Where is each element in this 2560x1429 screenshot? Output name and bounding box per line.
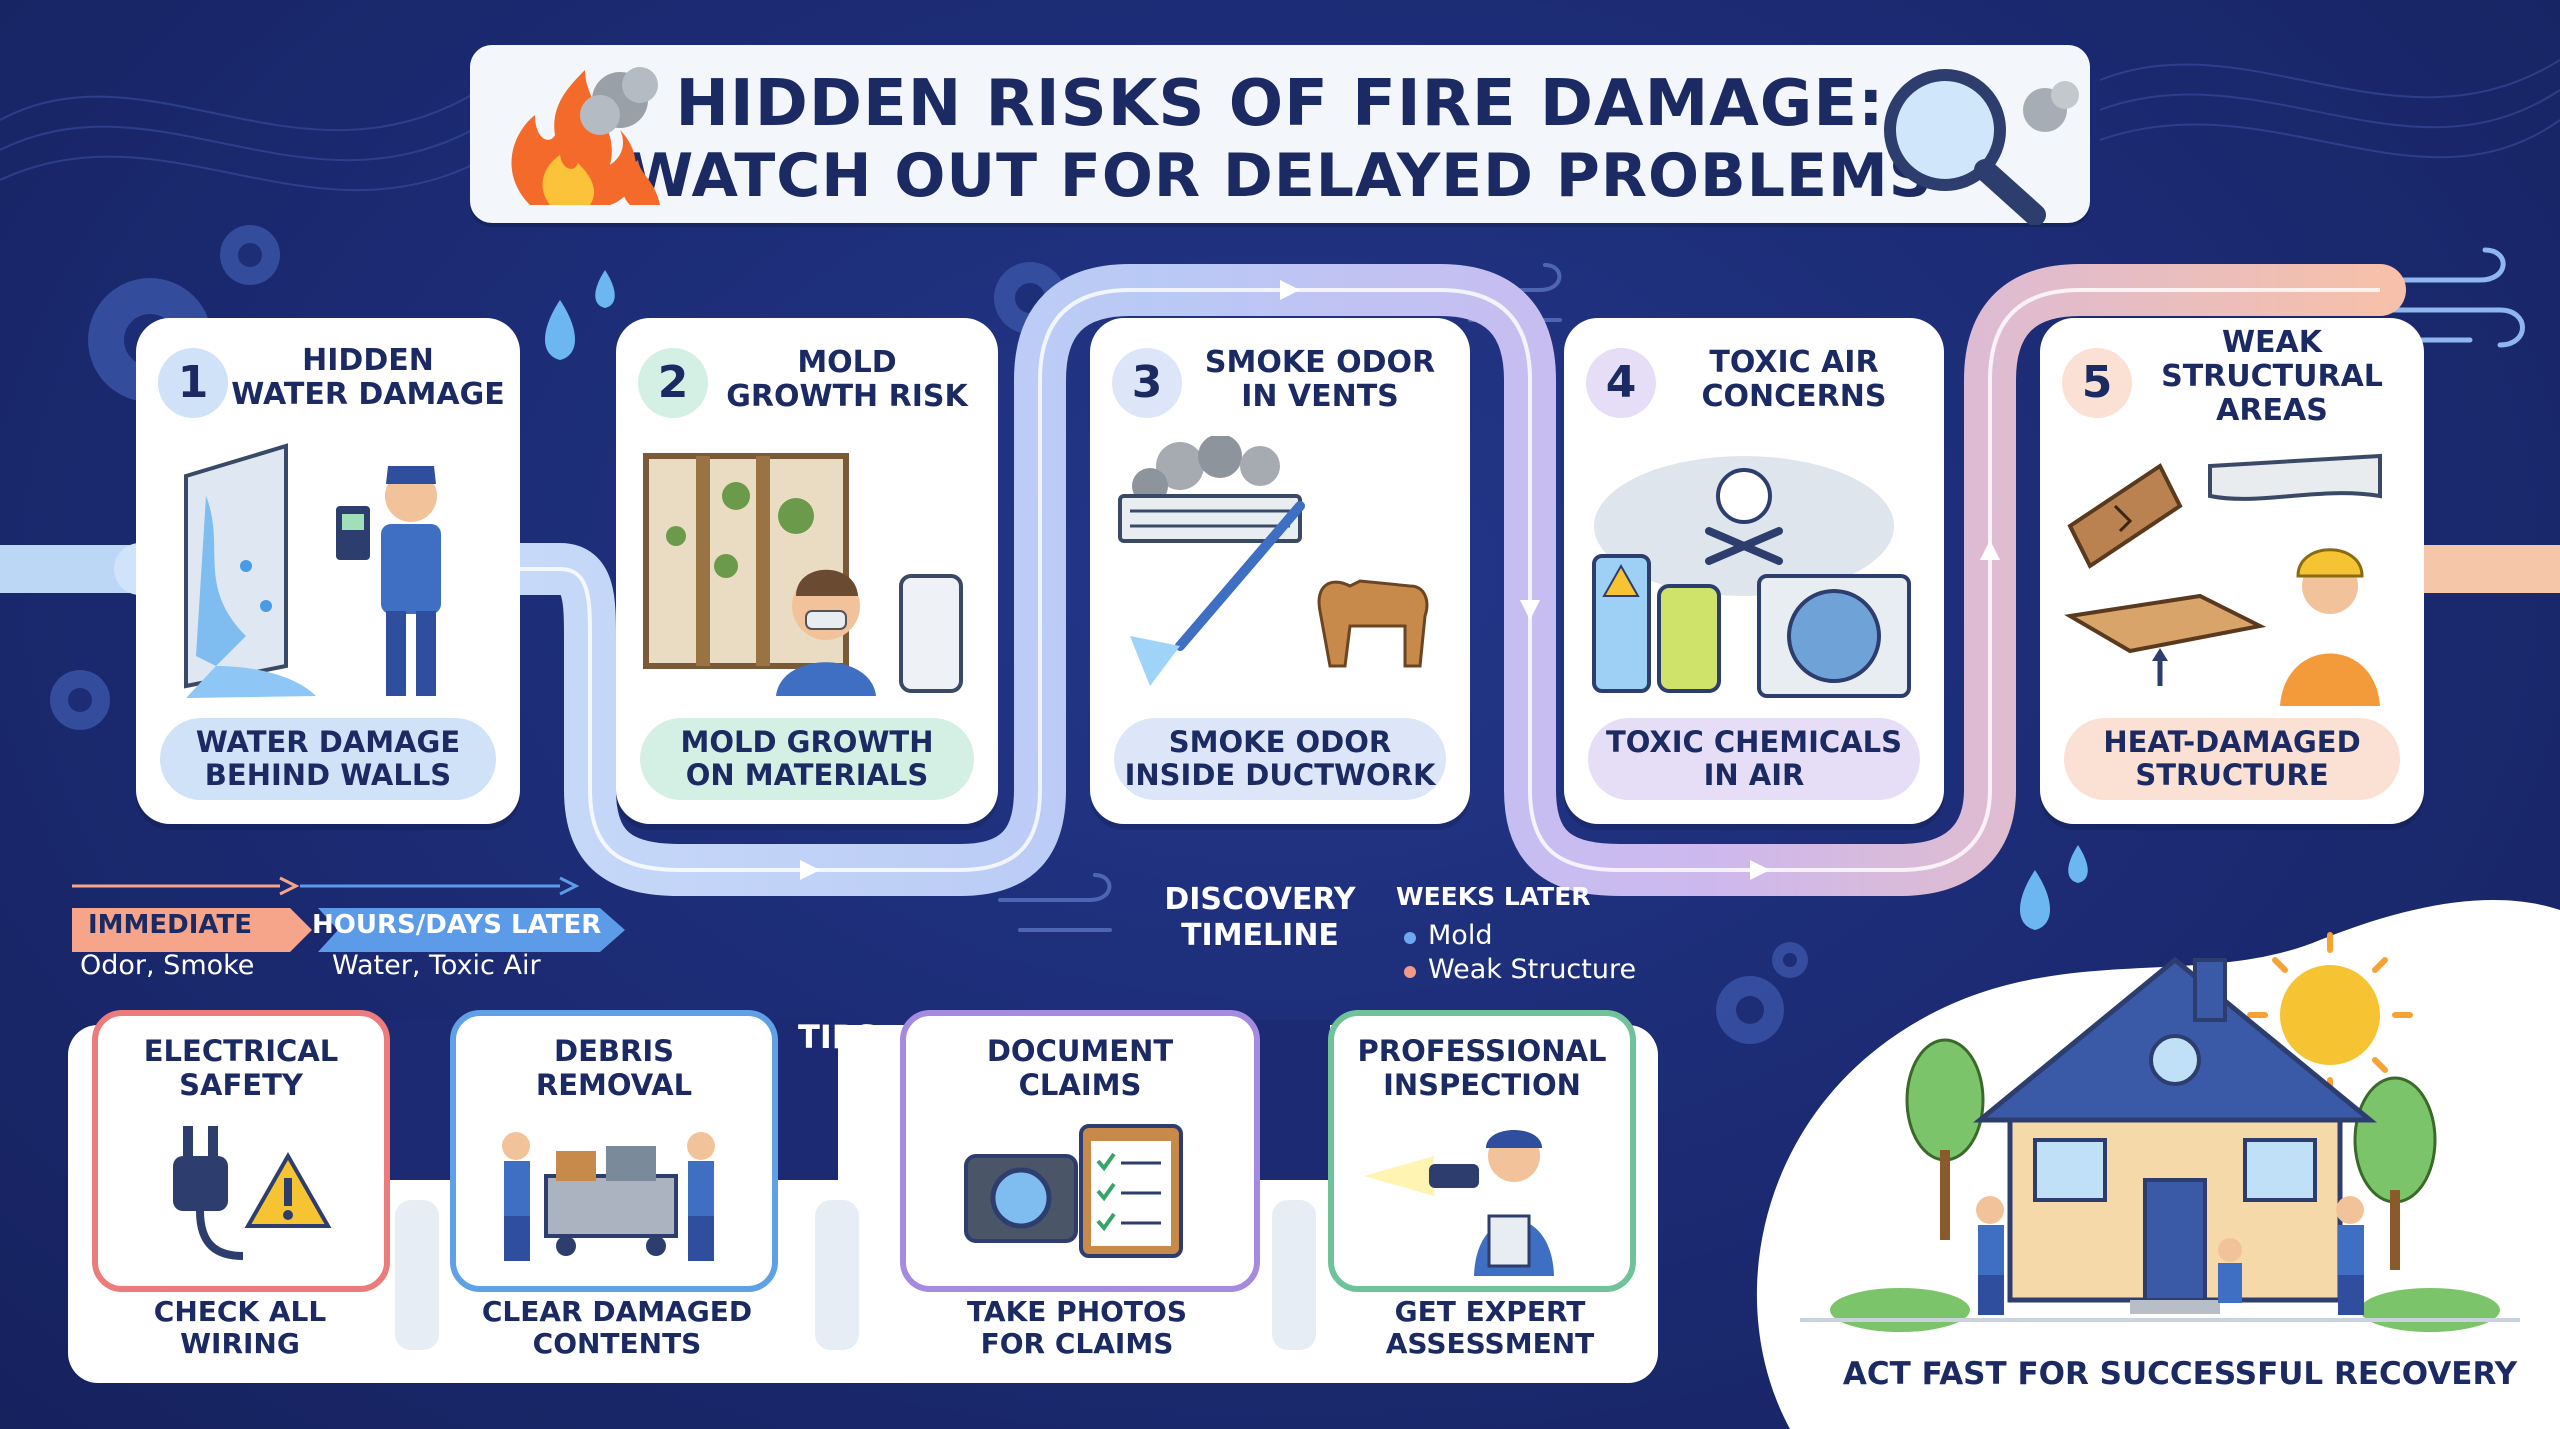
- water-damage-illustration: [184, 443, 441, 698]
- title-banner: HIDDEN RISKS OF FIRE DAMAGE: WATCH OUT F…: [470, 45, 2090, 225]
- weeks-item-mold: Mold: [1404, 920, 1492, 951]
- recovery-caption: ACT FAST FOR SUCCESSFUL RECOVERY: [1842, 1356, 2518, 1392]
- immediate-label: IMMEDIATE: [88, 910, 253, 940]
- step-number: 1: [158, 348, 228, 418]
- tips-heading: TIPS: [798, 1018, 879, 1056]
- weeks-label: WEEKS LATER: [1396, 882, 1591, 911]
- mold-illustration: [643, 453, 963, 696]
- step-number: 3: [1112, 348, 1182, 418]
- plug-warning-icon: [173, 1126, 332, 1260]
- recovery-scene: [1756, 900, 2560, 1429]
- title-line-2: WATCH OUT FOR DELAYED PROBLEMS: [627, 141, 1933, 211]
- weeks-item-weak: Weak Structure: [1404, 954, 1636, 985]
- toxic-air-illustration: [1592, 456, 1911, 698]
- camera-clipboard-icon: [964, 1124, 1183, 1258]
- step-number: 5: [2062, 348, 2132, 418]
- tips-divider: [1272, 1200, 1316, 1350]
- step-number: 4: [1586, 348, 1656, 418]
- bullet-icon: [1404, 932, 1416, 944]
- tips-divider: [395, 1200, 439, 1350]
- magnifier-icon: [1884, 69, 2079, 225]
- step-number: 2: [638, 348, 708, 418]
- immediate-items: Odor, Smoke: [80, 950, 255, 981]
- inspector-icon: [1364, 1130, 1554, 1276]
- tips-divider: [815, 1200, 859, 1350]
- hours-items: Water, Toxic Air: [332, 950, 541, 981]
- debris-cart-icon: [502, 1132, 715, 1261]
- bullet-icon: [1404, 966, 1416, 978]
- vent-smoke-illustration: [1118, 436, 1429, 686]
- title-line-1: HIDDEN RISKS OF FIRE DAMAGE:: [675, 67, 1885, 141]
- fire-icon: [511, 67, 660, 205]
- tips-panel-notch-2: [1250, 1020, 1330, 1180]
- timeline-arrows: [72, 876, 625, 952]
- structure-illustration: [2064, 453, 2382, 706]
- hours-label: HOURS/DAYS LATER: [312, 910, 602, 940]
